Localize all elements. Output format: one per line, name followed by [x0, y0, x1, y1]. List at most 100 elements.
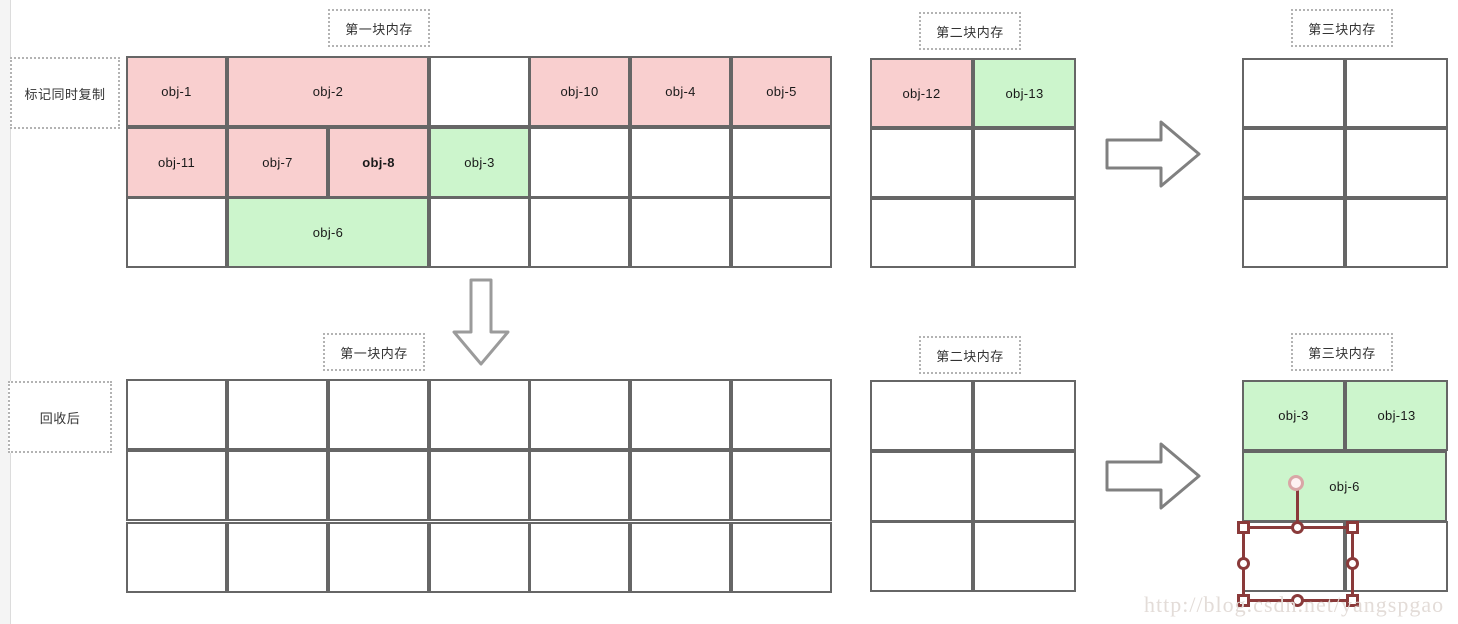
resize-handle-sw[interactable]: [1237, 594, 1250, 607]
memory-cell-empty[interactable]: [870, 128, 973, 198]
memory-cell-empty[interactable]: [227, 379, 328, 450]
memory-cell-empty[interactable]: [973, 128, 1076, 198]
memory-cell-empty[interactable]: [126, 379, 227, 450]
memory-cell-empty[interactable]: [429, 56, 530, 127]
memory-block-2-after: [870, 380, 1076, 592]
copy-arrow-top: [1103, 118, 1203, 190]
memory-cell-empty[interactable]: [630, 127, 731, 198]
memory-cell-obj-12[interactable]: obj-12: [870, 58, 973, 128]
memory-cell-label: obj-13: [1005, 85, 1044, 101]
resize-handle-ne[interactable]: [1346, 521, 1359, 534]
memory-cell-empty[interactable]: [529, 127, 630, 198]
memory-cell-empty[interactable]: [429, 379, 530, 450]
memory-cell-empty[interactable]: [126, 197, 227, 268]
memory-cell-empty[interactable]: [973, 380, 1076, 451]
selection-overlay: [1234, 473, 1364, 607]
memory-cell-empty[interactable]: [429, 522, 530, 593]
memory-cell-empty[interactable]: [630, 379, 731, 450]
memory-cell-empty[interactable]: [429, 197, 530, 268]
caption-mem3-bottom: 第三块内存: [1291, 333, 1393, 371]
memory-cell-empty[interactable]: [429, 450, 530, 521]
memory-cell-obj-6[interactable]: obj-6: [227, 197, 429, 268]
memory-cell-obj-8[interactable]: obj-8: [328, 127, 429, 198]
memory-block-1-before: obj-1 obj-2 obj-10 obj-4 obj-5 obj-11 obj-7 obj…: [126, 56, 832, 268]
memory-cell-label: obj-6: [1329, 479, 1360, 494]
memory-cell-label: obj-11: [158, 155, 195, 170]
memory-cell-empty[interactable]: [126, 522, 227, 593]
memory-block-1-after: [126, 379, 832, 593]
caption-mem1-bottom: 第一块内存: [323, 333, 425, 371]
caption-mem3-top: 第三块内存: [1291, 9, 1393, 47]
memory-cell-label: obj-1: [161, 84, 192, 99]
memory-cell-empty[interactable]: [529, 522, 630, 593]
memory-cell-empty[interactable]: [731, 127, 832, 198]
memory-cell-obj-13[interactable]: obj-13: [1345, 380, 1448, 451]
page-gutter-rule: [10, 0, 11, 624]
memory-cell-empty[interactable]: [630, 450, 731, 521]
memory-cell-obj-4[interactable]: obj-4: [630, 56, 731, 127]
memory-cell-empty[interactable]: [328, 379, 429, 450]
memory-cell-obj-3[interactable]: obj-3: [1242, 380, 1345, 451]
resize-handle-w[interactable]: [1237, 557, 1250, 570]
memory-cell-empty[interactable]: [731, 197, 832, 268]
memory-cell-empty[interactable]: [870, 198, 973, 268]
memory-cell-label: obj-8: [362, 155, 395, 170]
memory-cell-empty[interactable]: [870, 521, 973, 592]
memory-cell-empty[interactable]: [731, 450, 832, 521]
caption-mark-and-copy: 标记同时复制: [10, 57, 120, 129]
memory-cell-empty[interactable]: [1345, 521, 1448, 592]
memory-cell-obj-5[interactable]: obj-5: [731, 56, 832, 127]
memory-cell-empty[interactable]: [328, 450, 429, 521]
memory-cell-empty[interactable]: [1242, 128, 1345, 198]
memory-cell-empty[interactable]: [630, 522, 731, 593]
resize-handle-n[interactable]: [1291, 521, 1304, 534]
memory-block-3-after: obj-3 obj-13 obj-6: [1242, 380, 1448, 592]
memory-cell-empty[interactable]: [870, 380, 973, 451]
memory-cell-obj-2[interactable]: obj-2: [227, 56, 429, 127]
memory-cell-label: obj-3: [464, 155, 495, 170]
memory-cell-empty[interactable]: [870, 451, 973, 522]
memory-cell-empty[interactable]: [227, 522, 328, 593]
memory-cell-empty[interactable]: [630, 197, 731, 268]
memory-cell-empty[interactable]: [1242, 198, 1345, 268]
memory-cell-empty[interactable]: [529, 197, 630, 268]
watermark-url: http://blog.csdn.net/yangspgao: [1144, 592, 1445, 617]
memory-cell-empty[interactable]: [227, 450, 328, 521]
memory-cell-empty[interactable]: [973, 521, 1076, 592]
memory-cell-empty[interactable]: [1345, 198, 1448, 268]
memory-cell-label: obj-2: [312, 84, 344, 99]
memory-block-2-before: obj-12 obj-13: [870, 58, 1076, 268]
memory-cell-empty[interactable]: [973, 451, 1076, 522]
resize-handle-e[interactable]: [1346, 557, 1359, 570]
memory-cell-obj-11[interactable]: obj-11: [126, 127, 227, 198]
memory-cell-label: obj-3: [1278, 408, 1309, 423]
caption-after-collection: 回收后: [8, 381, 112, 453]
memory-cell-empty[interactable]: [1345, 128, 1448, 198]
memory-cell-label: obj-10: [560, 84, 599, 99]
memory-cell-label: obj-4: [665, 84, 696, 99]
memory-cell-empty[interactable]: [529, 379, 630, 450]
page-gutter: [0, 0, 10, 624]
memory-block-3-before: [1242, 58, 1448, 268]
memory-cell-obj-1[interactable]: obj-1: [126, 56, 227, 127]
memory-cell-obj-3[interactable]: obj-3: [429, 127, 530, 198]
memory-cell-empty[interactable]: [973, 198, 1076, 268]
memory-cell-empty[interactable]: [328, 522, 429, 593]
memory-cell-obj-10[interactable]: obj-10: [529, 56, 630, 127]
memory-cell-empty[interactable]: [731, 522, 832, 593]
rotate-handle[interactable]: [1288, 475, 1304, 491]
resize-handle-s[interactable]: [1291, 594, 1304, 607]
memory-cell-empty[interactable]: [1242, 58, 1345, 128]
memory-cell-label: obj-6: [312, 225, 344, 240]
resize-handle-se[interactable]: [1346, 594, 1359, 607]
caption-mem2-top: 第二块内存: [919, 12, 1021, 50]
memory-cell-empty[interactable]: [731, 379, 832, 450]
memory-cell-empty[interactable]: [126, 450, 227, 521]
memory-cell-empty[interactable]: [529, 450, 630, 521]
resize-handle-nw[interactable]: [1237, 521, 1250, 534]
memory-cell-empty[interactable]: [1345, 58, 1448, 128]
memory-cell-obj-13[interactable]: obj-13: [973, 58, 1076, 128]
memory-cell-obj-6[interactable]: obj-6: [1242, 451, 1447, 522]
memory-cell-obj-7[interactable]: obj-7: [227, 127, 328, 198]
